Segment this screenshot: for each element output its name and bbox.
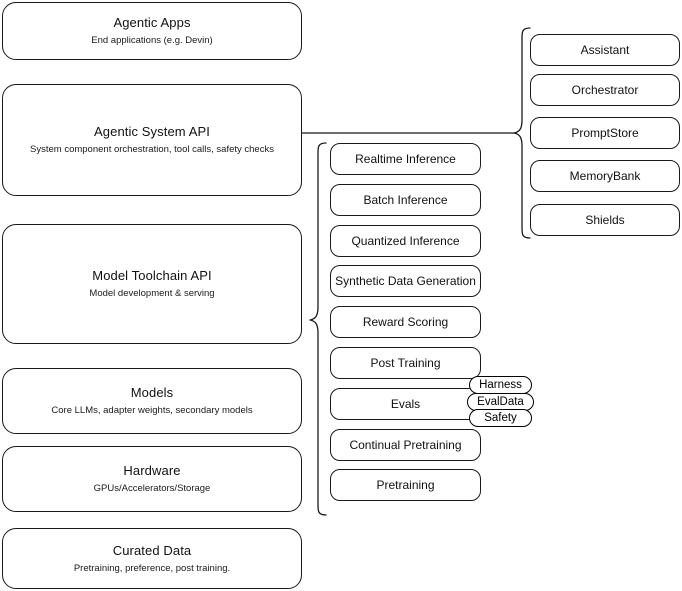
layer-box-models[interactable]: Models Core LLMs, adapter weights, secon… <box>2 368 302 434</box>
layer-box-agentic-apps[interactable]: Agentic Apps End applications (e.g. Devi… <box>2 2 302 60</box>
agentic-system-item-promptstore[interactable]: PromptStore <box>530 117 680 149</box>
layer-title: Agentic System API <box>94 124 210 139</box>
toolchain-item-label: Evals <box>390 396 421 411</box>
layer-subtitle: Model development & serving <box>89 288 215 299</box>
toolchain-item-label: Synthetic Data Generation <box>335 273 476 288</box>
eval-badge-safety[interactable]: Safety <box>469 409 532 427</box>
toolchain-item-reward-scoring[interactable]: Reward Scoring <box>330 306 481 338</box>
toolchain-item-label: Pretraining <box>376 477 435 492</box>
toolchain-item-pretraining[interactable]: Pretraining <box>330 469 481 501</box>
layer-title: Model Toolchain API <box>92 268 212 283</box>
toolchain-item-label: Post Training <box>370 355 441 370</box>
eval-badge-label: Safety <box>484 411 517 424</box>
agentic-system-item-label: PromptStore <box>571 125 639 140</box>
layer-title: Curated Data <box>112 542 192 558</box>
toolchain-item-label: Quantized Inference <box>351 233 460 248</box>
toolchain-item-evals[interactable]: Evals <box>330 388 481 420</box>
agentic-system-item-label: MemoryBank <box>569 168 641 183</box>
toolchain-item-batch-inference[interactable]: Batch Inference <box>330 184 481 216</box>
layer-subtitle: Core LLMs, adapter weights, secondary mo… <box>51 405 253 416</box>
toolchain-item-label: Batch Inference <box>363 192 448 207</box>
eval-badge-label: EvalData <box>477 395 524 408</box>
layer-box-curated-data[interactable]: Curated Data Pretraining, preference, po… <box>2 528 302 589</box>
layer-box-hardware[interactable]: Hardware GPUs/Accelerators/Storage <box>2 446 302 512</box>
toolchain-item-realtime-inference[interactable]: Realtime Inference <box>330 143 481 175</box>
layer-box-agentic-system-api[interactable]: Agentic System API System component orch… <box>2 84 302 196</box>
agentic-system-item-orchestrator[interactable]: Orchestrator <box>530 74 680 106</box>
layer-box-model-toolchain-api[interactable]: Model Toolchain API Model development & … <box>2 224 302 344</box>
agentic-system-item-label: Shields <box>585 212 625 227</box>
toolchain-item-label: Continual Pretraining <box>349 437 462 452</box>
model-toolchain-brace <box>302 139 328 521</box>
eval-badge-harness[interactable]: Harness <box>469 376 532 394</box>
agentic-system-item-label: Assistant <box>580 42 630 57</box>
agentic-system-item-shields[interactable]: Shields <box>530 204 680 236</box>
agentic-system-connector-line <box>302 126 518 140</box>
layer-subtitle: System component orchestration, tool cal… <box>30 144 274 155</box>
agentic-system-item-memorybank[interactable]: MemoryBank <box>530 160 680 192</box>
agentic-system-item-assistant[interactable]: Assistant <box>530 34 680 66</box>
layer-title: Agentic Apps <box>113 15 191 30</box>
toolchain-item-label: Realtime Inference <box>355 151 456 166</box>
toolchain-item-quantized-inference[interactable]: Quantized Inference <box>330 225 481 257</box>
toolchain-item-synthetic-data-generation[interactable]: Synthetic Data Generation <box>330 265 481 297</box>
toolchain-item-post-training[interactable]: Post Training <box>330 347 481 379</box>
layer-title: Hardware <box>123 463 181 478</box>
layer-subtitle: Pretraining, preference, post training. <box>73 562 231 574</box>
toolchain-item-continual-pretraining[interactable]: Continual Pretraining <box>330 429 481 461</box>
agentic-system-item-label: Orchestrator <box>571 82 639 97</box>
layer-subtitle: End applications (e.g. Devin) <box>91 35 213 46</box>
layer-title: Models <box>130 385 174 400</box>
toolchain-item-label: Reward Scoring <box>362 314 449 329</box>
layer-subtitle: GPUs/Accelerators/Storage <box>93 483 211 494</box>
eval-badge-label: Harness <box>479 378 522 391</box>
